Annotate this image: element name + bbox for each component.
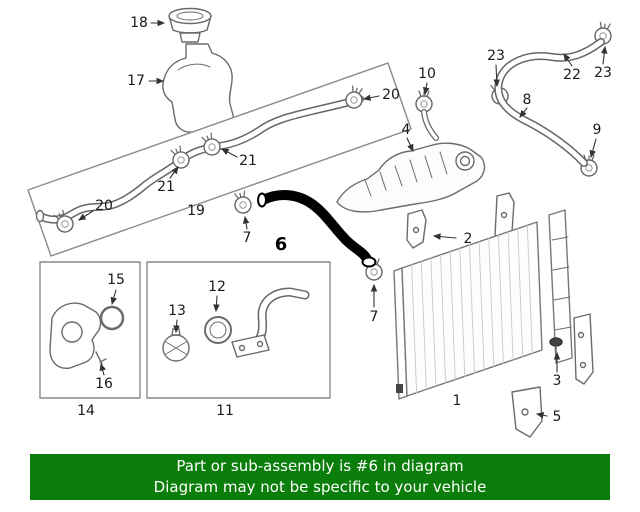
callout-1[interactable]: 1 [452,393,462,409]
callout-11[interactable]: 11 [216,403,234,419]
callout-13[interactable]: 13 [168,303,186,319]
vehicle-banner: Part or sub-assembly is #6 in diagram Di… [30,454,610,500]
callout-22[interactable]: 22 [563,67,581,83]
callout-9[interactable]: 9 [592,122,602,138]
callout-23-a[interactable]: 23 [487,48,505,64]
callout-21-b[interactable]: 21 [157,179,175,195]
reservoir-cap-drawing [168,7,212,43]
callout-15[interactable]: 15 [107,272,125,288]
highlighted-part-6[interactable] [257,190,377,268]
callout-5[interactable]: 5 [552,409,562,425]
highlighted-hose-6 [258,190,373,266]
banner-line-2: Diagram may not be specific to your vehi… [153,478,487,496]
grommet-drawing [549,337,563,353]
callout-20-top[interactable]: 20 [382,87,400,103]
callout-3[interactable]: 3 [552,373,562,389]
callout-14[interactable]: 14 [77,403,95,419]
callout-18[interactable]: 18 [130,15,148,31]
callout-6-highlighted[interactable]: 6 [274,234,288,255]
lower-bracket-drawing [511,313,594,438]
inset-box-11 [146,261,331,399]
callout-8[interactable]: 8 [522,92,532,108]
engine-shroud-drawing [336,142,486,213]
radiator-bracket-drawings [406,192,515,249]
callout-4[interactable]: 4 [401,122,411,138]
callout-20-b[interactable]: 20 [95,198,113,214]
callout-21-a[interactable]: 21 [239,153,257,169]
callout-7-a[interactable]: 7 [242,230,252,246]
callout-7-b[interactable]: 7 [369,309,379,325]
inset-box-14 [39,261,141,399]
clamp-7a-icon [231,189,254,216]
banner-line-1: Part or sub-assembly is #6 in diagram [176,457,464,475]
callout-16[interactable]: 16 [95,376,113,392]
pipe-stub-drawing [421,109,439,141]
callout-2[interactable]: 2 [463,231,473,247]
callout-23-b[interactable]: 23 [594,65,612,81]
air-baffle-drawing [548,209,573,364]
callout-arrows [78,19,608,419]
clamp-10-icon [415,90,433,113]
upper-radiator-hose-drawing [494,38,605,167]
callout-10[interactable]: 10 [418,66,436,82]
radiator-drawing [393,221,543,400]
callout-19[interactable]: 19 [187,203,205,219]
callout-17[interactable]: 17 [127,73,145,89]
callout-12[interactable]: 12 [208,279,226,295]
